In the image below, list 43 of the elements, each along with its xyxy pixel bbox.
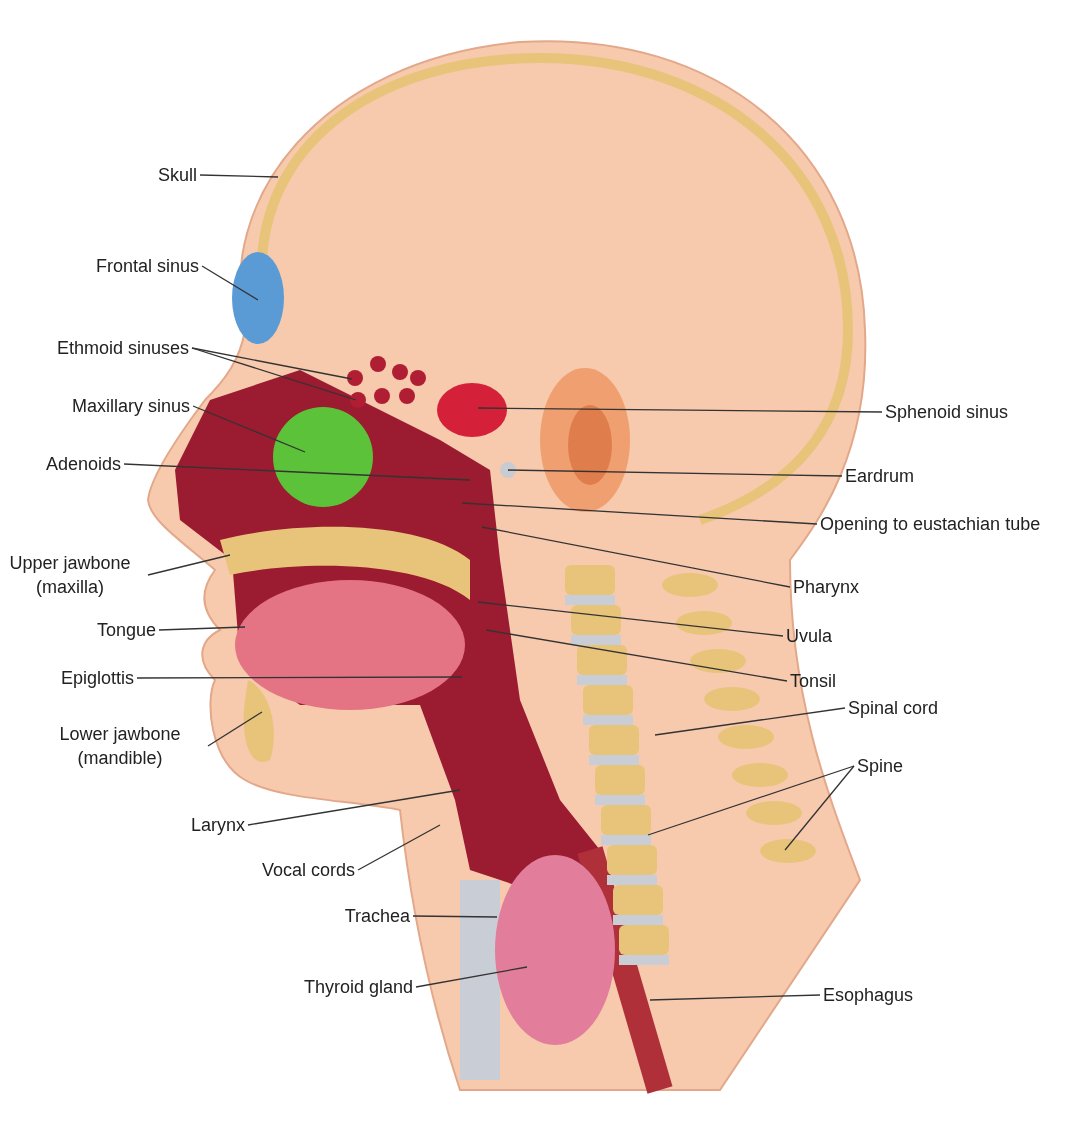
- leader-line: [191, 347, 357, 401]
- leader-line: [199, 174, 279, 178]
- part-label: Sphenoid sinus: [885, 399, 1009, 425]
- leader-line: [357, 824, 441, 871]
- leader-line: [415, 966, 528, 988]
- leader-line: [481, 526, 791, 588]
- leader-line: [412, 915, 498, 918]
- leader-line: [477, 407, 883, 413]
- part-label: Trachea: [344, 903, 410, 929]
- part-label: Eardrum: [845, 463, 915, 489]
- part-label: Thyroid gland: [303, 974, 413, 1000]
- part-label: Pharynx: [793, 574, 860, 600]
- part-label: Spine: [857, 753, 904, 779]
- leader-line: [201, 265, 259, 301]
- part-label: Tonsil: [790, 668, 837, 694]
- part-label: Upper jawbone (maxilla): [0, 550, 145, 600]
- leader-line: [647, 765, 855, 836]
- part-label: Vocal cords: [261, 857, 355, 883]
- leader-line: [158, 626, 246, 631]
- leader-line: [477, 601, 784, 637]
- part-label: Larynx: [190, 812, 245, 838]
- part-label: Lower jawbone (mandible): [35, 721, 205, 771]
- leader-line: [123, 463, 471, 481]
- leader-line: [654, 707, 846, 736]
- part-label: Ethmoid sinuses: [56, 335, 189, 361]
- leader-line: [485, 629, 788, 682]
- leader-line: [247, 789, 461, 826]
- leader-line: [507, 469, 843, 477]
- leader-line: [136, 676, 463, 679]
- part-label: Esophagus: [823, 982, 914, 1008]
- part-label: Spinal cord: [848, 695, 939, 721]
- leader-line: [784, 765, 855, 851]
- part-label: Skull: [158, 162, 197, 188]
- part-label: Adenoids: [45, 451, 121, 477]
- leader-line: [461, 502, 818, 525]
- part-label: Uvula: [786, 623, 833, 649]
- leader-line: [649, 994, 821, 1001]
- part-label: Maxillary sinus: [71, 393, 190, 419]
- part-label: Epiglottis: [60, 665, 134, 691]
- part-label: Opening to eustachian tube: [820, 511, 1041, 537]
- part-label: Tongue: [96, 617, 156, 643]
- part-label: Frontal sinus: [95, 253, 199, 279]
- leader-line: [147, 554, 231, 576]
